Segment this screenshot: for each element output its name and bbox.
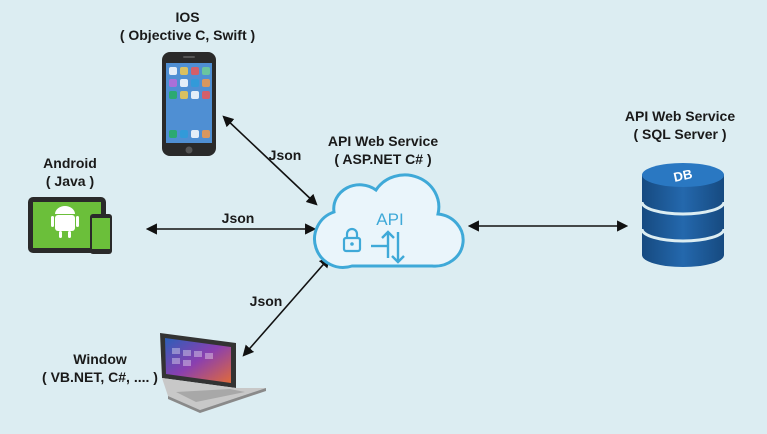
api-cloud-text: API: [376, 210, 403, 229]
ios-label: IOS ( Objective C, Swift ): [100, 8, 275, 44]
database-icon: DB: [640, 163, 726, 267]
api-service-subtitle: ( ASP.NET C# ): [334, 151, 432, 167]
android-subtitle: ( Java ): [45, 173, 95, 189]
window-label: Window ( VB.NET, C#, .... ): [30, 350, 170, 386]
edge-label-ios: Json: [268, 147, 302, 163]
transfer-icon: [371, 230, 405, 264]
iphone-icon: [162, 52, 216, 156]
ios-subtitle: ( Objective C, Swift ): [119, 27, 256, 43]
window-title: Window: [73, 351, 127, 367]
db-service-title: API Web Service: [624, 108, 736, 124]
api-cloud-icon: API: [313, 173, 465, 269]
database-text: DB: [672, 166, 693, 185]
ios-title: IOS: [175, 9, 200, 25]
db-service-label: API Web Service ( SQL Server ): [600, 107, 760, 143]
db-service-subtitle: ( SQL Server ): [633, 126, 727, 142]
api-service-title: API Web Service: [327, 133, 439, 149]
edge-label-window: Json: [249, 293, 283, 309]
android-label: Android ( Java ): [20, 154, 120, 190]
api-service-label: API Web Service ( ASP.NET C# ): [303, 132, 463, 168]
lock-icon: [342, 227, 362, 253]
android-devices-icon: [28, 197, 112, 254]
window-subtitle: ( VB.NET, C#, .... ): [42, 369, 158, 385]
android-title: Android: [43, 155, 97, 171]
edge-label-android: Json: [221, 210, 255, 226]
laptop-icon: [160, 333, 266, 413]
